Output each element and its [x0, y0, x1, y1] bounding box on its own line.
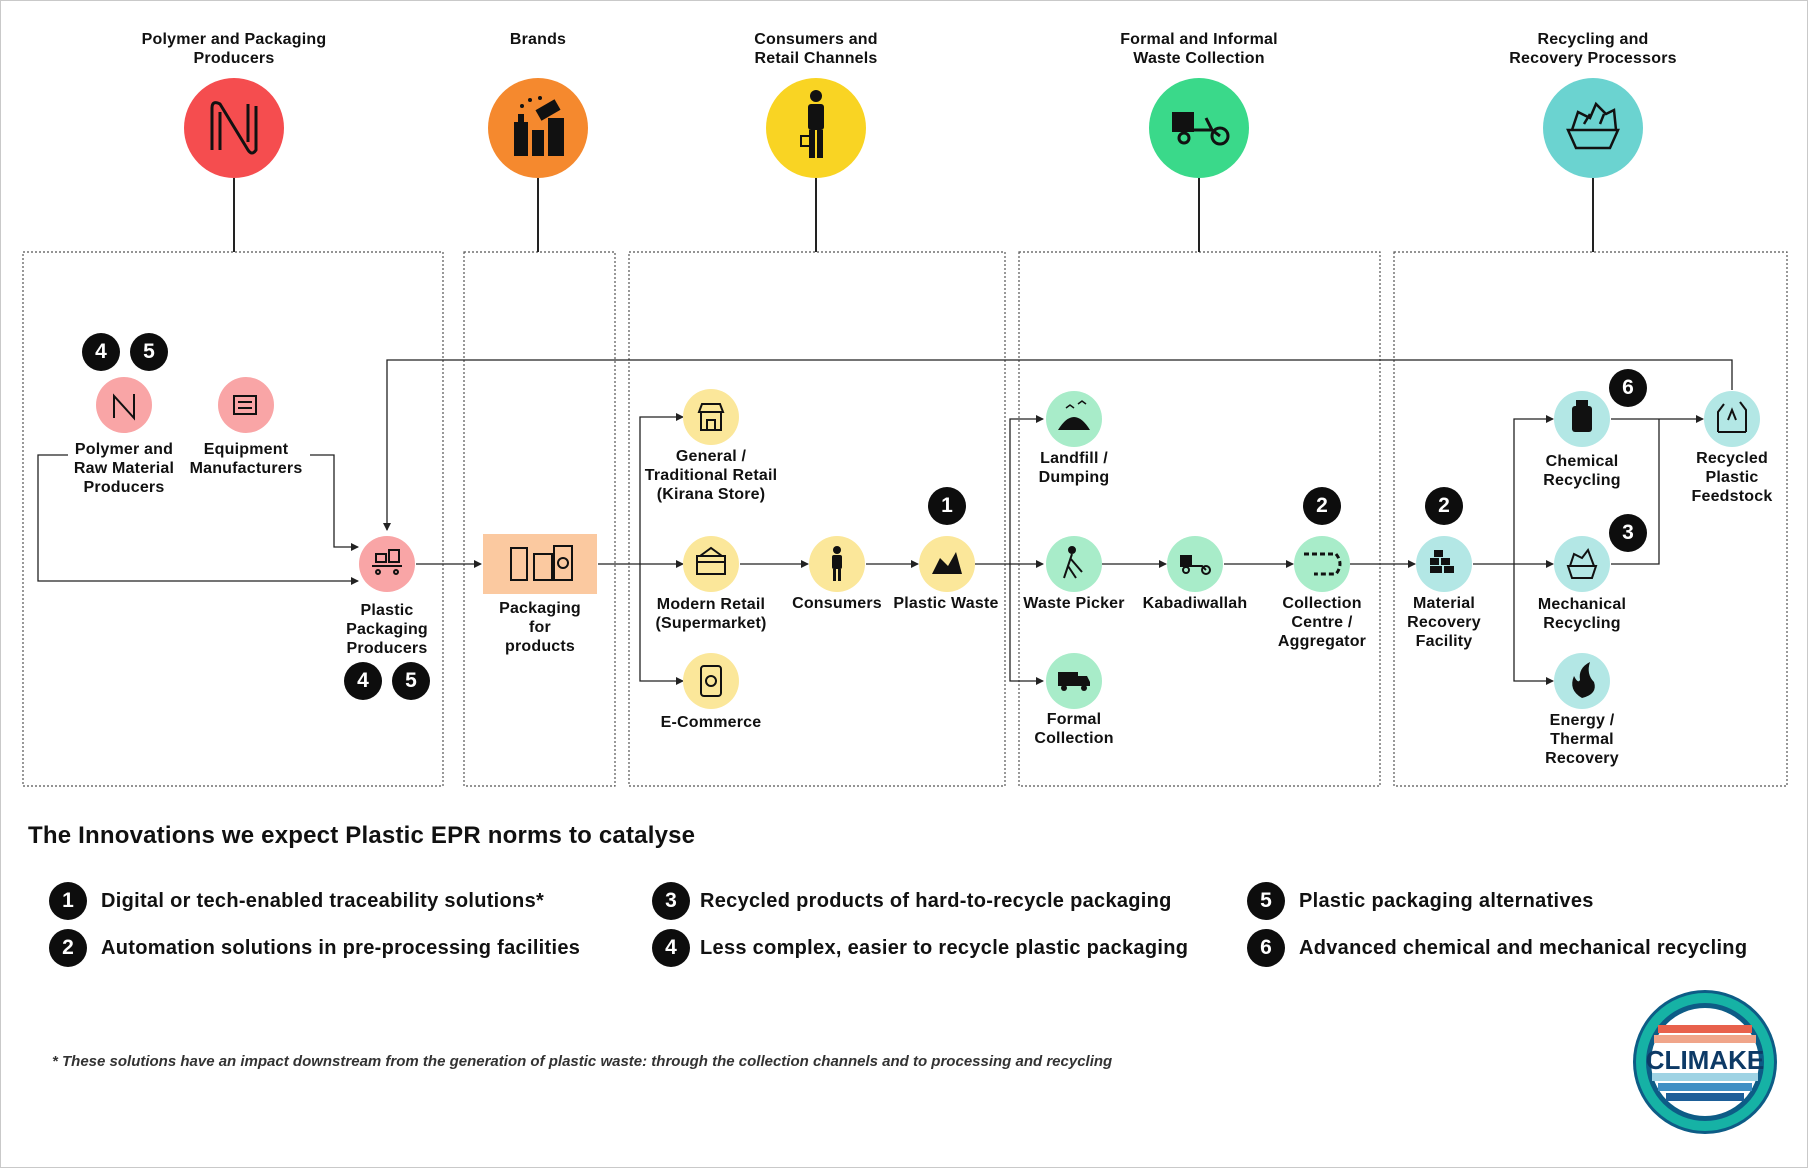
- label-ecommerce: E-Commerce: [660, 714, 762, 731]
- node-general-retail: [683, 389, 739, 445]
- label-packaging-products: Packaging for products: [499, 600, 581, 655]
- recycled-feedstock-icon: [1717, 401, 1747, 433]
- node-ecommerce: [683, 653, 739, 709]
- badge-collection-centre-2: 2: [1303, 487, 1341, 525]
- cart-cycle-icon: [1180, 555, 1211, 575]
- legend-badge-5: 5: [1247, 882, 1285, 920]
- label-mechanical: Mechanical Recycling: [1537, 596, 1627, 632]
- label-plastic-packaging: Plastic Packaging Producers: [346, 602, 428, 657]
- bales-icon: [1430, 550, 1454, 573]
- label-general-retail: General / Traditional Retail (Kirana Sto…: [644, 448, 778, 503]
- stage-box-brands: [463, 251, 616, 787]
- label-chemical: Chemical Recycling: [1543, 453, 1621, 489]
- supermarket-icon: [696, 546, 726, 575]
- legend-item-4: 4 Less complex, easier to recycle plasti…: [652, 929, 1188, 967]
- stage-title-polymer: Polymer and Packaging Producers: [141, 31, 327, 67]
- legend-badge-1: 1: [49, 882, 87, 920]
- label-energy: Energy / Thermal Recovery: [1545, 712, 1619, 767]
- badge-mechanical-3: 3: [1609, 514, 1647, 552]
- truck-icon: [1058, 672, 1090, 691]
- legend-item-2: 2 Automation solutions in pre-processing…: [49, 929, 580, 967]
- legend-title: The Innovations we expect Plastic EPR no…: [28, 822, 696, 849]
- crushed-plastic-icon: [1566, 101, 1620, 150]
- cargo-cycle-icon: [1172, 112, 1230, 146]
- mobile-cart-icon: [700, 665, 722, 697]
- label-mrf: Material Recovery Facility: [1407, 595, 1481, 650]
- legend-text-6: Advanced chemical and mechanical recycli…: [1299, 936, 1748, 959]
- legend-text-5: Plastic packaging alternatives: [1299, 889, 1594, 912]
- node-circles: [96, 377, 1760, 709]
- legend-text-1: Digital or tech-enabled traceability sol…: [101, 889, 545, 912]
- shop-icon: [697, 403, 725, 431]
- legend-badge-4: 4: [652, 929, 690, 967]
- label-polymer-raw: Polymer and Raw Material Producers: [73, 441, 175, 496]
- polymer-small-icon: [113, 393, 135, 421]
- stage-title-consumers: Consumers and Retail Channels: [754, 31, 878, 67]
- machine-icon: [233, 395, 257, 415]
- conveyor-belt-icon: [1304, 552, 1342, 576]
- chemical-bottle-icon: [1572, 400, 1592, 432]
- badge-plastic-waste-1: 1: [928, 487, 966, 525]
- products-icon: [514, 96, 564, 156]
- label-collection-centre: Collection Centre / Aggregator: [1277, 595, 1367, 650]
- stage-title-brands: Brands: [509, 31, 567, 48]
- legend-badge-3: 3: [652, 882, 690, 920]
- node-plastic-waste: [919, 536, 975, 592]
- legend-item-3: 3 Recycled products of hard-to-recycle p…: [652, 882, 1172, 920]
- legend-text-3: Recycled products of hard-to-recycle pac…: [700, 889, 1172, 912]
- polymer-icon: [210, 101, 258, 155]
- footnote: * These solutions have an impact downstr…: [52, 1053, 1113, 1070]
- label-kabadiwallah: Kabadiwallah: [1142, 595, 1248, 612]
- conveyor-icon: [372, 549, 402, 575]
- flame-icon: [1572, 662, 1595, 698]
- badge-packaging-5: 5: [392, 662, 430, 700]
- climake-logo: CLIMAKE: [1633, 990, 1777, 1134]
- node-plastic-packaging: [359, 536, 415, 592]
- badge-mrf-2: 2: [1425, 487, 1463, 525]
- label-landfill: Landfill / Dumping: [1038, 450, 1110, 486]
- badge-chemical-6: 6: [1609, 369, 1647, 407]
- legend-item-6: 6 Advanced chemical and mechanical recyc…: [1247, 929, 1747, 967]
- person-basket-icon: [800, 90, 824, 158]
- waste-pile-icon: [932, 552, 962, 574]
- stage-circle-recycling: [1543, 78, 1643, 178]
- node-kabadiwallah: [1167, 536, 1223, 592]
- node-packaging-products: [483, 534, 597, 594]
- badge-polymer-4: 4: [82, 333, 120, 371]
- stage-title-collection: Formal and Informal Waste Collection: [1120, 31, 1278, 67]
- stage-title-recycling: Recycling and Recovery Processors: [1509, 31, 1677, 67]
- picker-icon: [1063, 546, 1083, 579]
- label-equipment: Equipment Manufacturers: [189, 441, 303, 477]
- landfill-icon: [1058, 400, 1090, 430]
- stage-circle-collection: [1149, 78, 1249, 178]
- crushed-bin-icon: [1566, 547, 1598, 579]
- label-formal-collection: Formal Collection: [1034, 711, 1114, 747]
- badge-packaging-4: 4: [344, 662, 382, 700]
- node-mechanical: [1554, 536, 1610, 592]
- legend-item-1: 1 Digital or tech-enabled traceability s…: [49, 882, 544, 920]
- packaging-products-icon: [510, 545, 573, 581]
- legend-text-4: Less complex, easier to recycle plastic …: [700, 936, 1189, 959]
- label-modern-retail: Modern Retail (Supermarket): [655, 596, 767, 632]
- stage-box-recycling: [1393, 251, 1788, 787]
- badge-polymer-5: 5: [130, 333, 168, 371]
- label-feedstock: Recycled Plastic Feedstock: [1691, 450, 1773, 505]
- node-polymer-raw: [96, 377, 152, 433]
- legend-text-2: Automation solutions in pre-processing f…: [101, 936, 581, 959]
- legend-item-5: 5 Plastic packaging alternatives: [1247, 882, 1594, 920]
- person-icon: [832, 546, 842, 581]
- node-modern-retail: [683, 536, 739, 592]
- svg-text:CLIMAKE: CLIMAKE: [1646, 1045, 1764, 1075]
- node-equipment: [218, 377, 274, 433]
- legend-badge-2: 2: [49, 929, 87, 967]
- label-plastic-waste: Plastic Waste: [893, 595, 999, 612]
- legend-badge-6: 6: [1247, 929, 1285, 967]
- label-waste-picker: Waste Picker: [1023, 595, 1125, 612]
- node-collection-centre: [1294, 536, 1350, 592]
- label-consumers: Consumers: [792, 595, 882, 612]
